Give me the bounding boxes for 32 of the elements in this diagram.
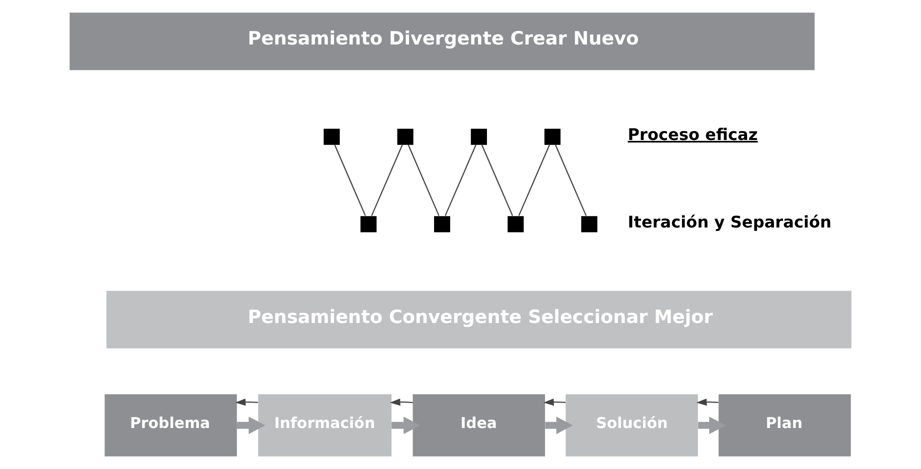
node-box: Pensamiento Divergente Crear Nuevo xyxy=(70,12,815,70)
arrow xyxy=(545,416,573,434)
node-box: Plan xyxy=(718,394,851,456)
node-box xyxy=(544,128,561,145)
node-box: Idea xyxy=(412,394,545,456)
arrow xyxy=(696,398,718,406)
connector xyxy=(481,144,514,216)
node-box xyxy=(324,128,340,145)
connector xyxy=(554,144,587,216)
node-box: Problema xyxy=(104,394,237,456)
connector xyxy=(371,144,403,216)
node-box xyxy=(360,216,377,232)
node-box xyxy=(508,216,524,232)
node-box: Solución xyxy=(566,394,698,456)
connector xyxy=(334,144,366,216)
label: Iteración y Separación xyxy=(628,212,832,232)
node-box xyxy=(434,216,450,232)
connector xyxy=(408,144,440,216)
node-box xyxy=(397,128,414,145)
node-box xyxy=(581,216,598,232)
node-box xyxy=(470,128,487,145)
node-box: Pensamiento Convergente Seleccionar Mejor xyxy=(106,290,852,348)
arrow xyxy=(235,398,258,406)
label: Proceso eficaz xyxy=(628,124,758,144)
arrow xyxy=(698,416,726,434)
node-box: Información xyxy=(258,394,392,456)
arrow xyxy=(392,416,420,434)
connector xyxy=(444,144,476,216)
arrow xyxy=(236,416,266,434)
connector xyxy=(518,144,550,216)
arrow xyxy=(390,398,413,406)
arrow xyxy=(543,398,566,406)
